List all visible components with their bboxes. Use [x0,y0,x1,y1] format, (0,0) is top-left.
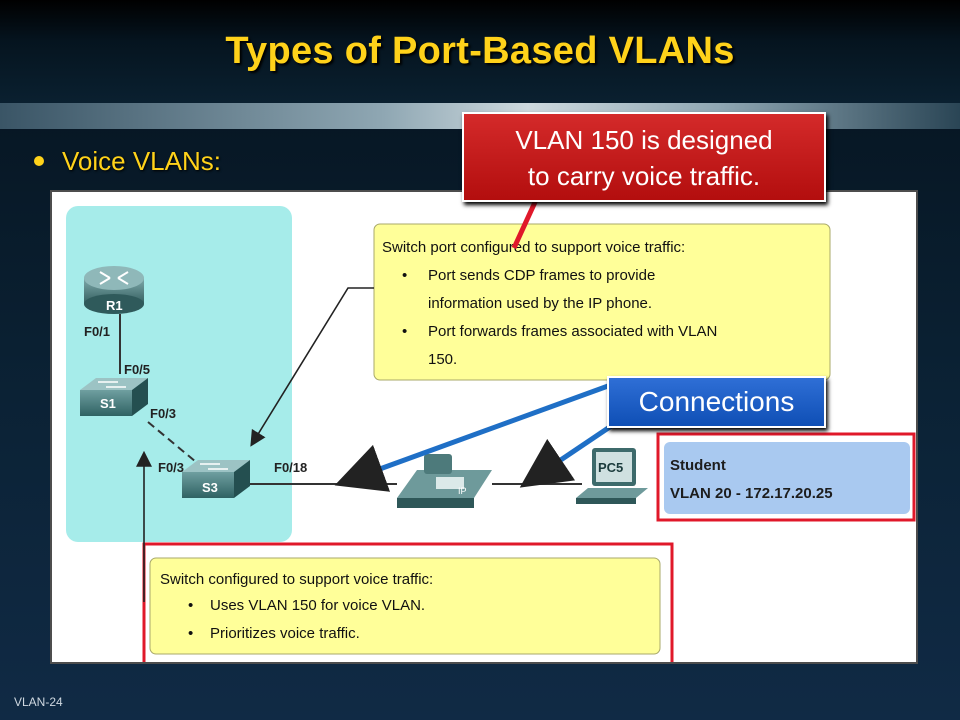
port-s1-f0-5: F0/5 [124,362,150,377]
port-note-line2: information used by the IP phone. [428,295,652,312]
bullet-dot [34,156,44,166]
connections-callout: Connections [607,376,826,428]
vlan150-callout: VLAN 150 is designed to carry voice traf… [462,112,826,202]
topology-diagram: R1 F0/1 F0/5 S1 F0/3 S3 F0/3 F0/18 IP [66,198,916,662]
network-domain [66,206,292,542]
port-note-bullet1: • [402,267,407,284]
vlan150-callout-line1: VLAN 150 is designed [515,125,773,155]
pc5-label: PC5 [598,460,623,475]
switch-s3-label: S3 [202,480,218,495]
port-r1-f0-1: F0/1 [84,324,110,339]
switch-note-bullet1: • [188,597,193,614]
port-s3-f0-3: F0/3 [158,460,184,475]
switch-s3-icon [182,460,250,498]
pc5-icon [576,448,648,504]
student-line2: VLAN 20 - 172.17.20.25 [670,485,833,502]
ip-phone-icon [397,454,492,508]
student-box [664,442,910,514]
switch-note-heading: Switch configured to support voice traff… [160,571,433,588]
switch-note-box [149,557,661,655]
slide-footer: VLAN-24 [14,695,63,709]
port-s1-f0-3: F0/3 [150,406,176,421]
link-s1-s3 [147,421,203,468]
port-note-bullet2: • [402,323,407,340]
port-note-heading: Switch port configured to support voice … [382,239,685,256]
port-note-box [373,223,831,381]
bullet-voice-vlans: Voice VLANs: [62,146,221,176]
switch-note-bullet2: • [188,625,193,642]
phone-label: IP [458,486,467,496]
port-note-line3: Port forwards frames associated with VLA… [428,323,717,340]
port-note-line4: 150. [428,351,457,368]
switch-s1-icon [80,378,148,416]
vlan-callout-arrow [511,198,539,250]
switch-s1-label: S1 [100,396,116,411]
port-s3-f0-18: F0/18 [274,460,307,475]
router-r1-icon [84,266,144,314]
student-highlight [656,432,916,522]
slide-title: Types of Port-Based VLANs [225,30,735,72]
title-bar [0,0,960,103]
connections-arrow-1 [334,383,609,492]
vlan150-callout-line2: to carry voice traffic. [527,161,761,191]
student-line1: Student [670,457,726,474]
router-label: R1 [106,298,123,313]
switch-note-line1: Uses VLAN 150 for voice VLAN. [210,597,425,614]
switch-note-highlight [142,542,674,662]
port-note-line1: Port sends CDP frames to provide [428,267,655,284]
port-note-arrow [250,287,374,447]
switch-note-line2: Prioritizes voice traffic. [210,625,360,642]
